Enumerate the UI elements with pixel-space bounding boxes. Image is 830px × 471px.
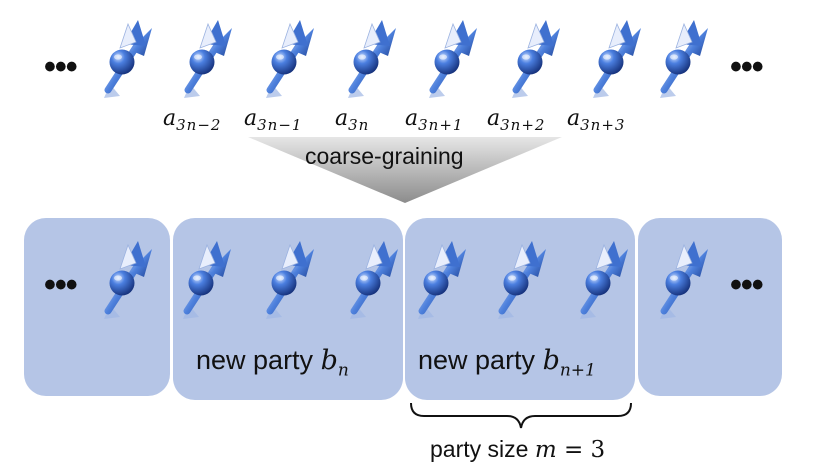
block-right-partial bbox=[638, 218, 782, 396]
site-label-a-3n-2: a3n−2 bbox=[163, 106, 222, 134]
site-label-a-3n+3: a3n+3 bbox=[567, 106, 626, 134]
site-label-a-3n+1: a3n+1 bbox=[405, 106, 464, 134]
site-label-a-3n+2: a3n+2 bbox=[487, 106, 546, 134]
new-party-bn1-label: new party bn+1 bbox=[418, 345, 596, 381]
coarse-graining-label: coarse-graining bbox=[305, 143, 464, 169]
party-size-label: party size m = 3 bbox=[430, 436, 606, 463]
ellipsis-top-right: ••• bbox=[730, 48, 764, 86]
ellipsis-bottom-right: ••• bbox=[730, 266, 764, 304]
site-label-a-3n: a3n bbox=[335, 106, 370, 134]
ellipsis-bottom-left: ••• bbox=[44, 266, 78, 304]
new-party-bn-label: new party bn bbox=[196, 345, 349, 381]
ellipsis-top-left: ••• bbox=[44, 48, 78, 86]
block-new-party-bn bbox=[173, 218, 403, 400]
block-left-partial bbox=[24, 218, 170, 396]
site-label-a-3n-1: a3n−1 bbox=[244, 106, 303, 134]
